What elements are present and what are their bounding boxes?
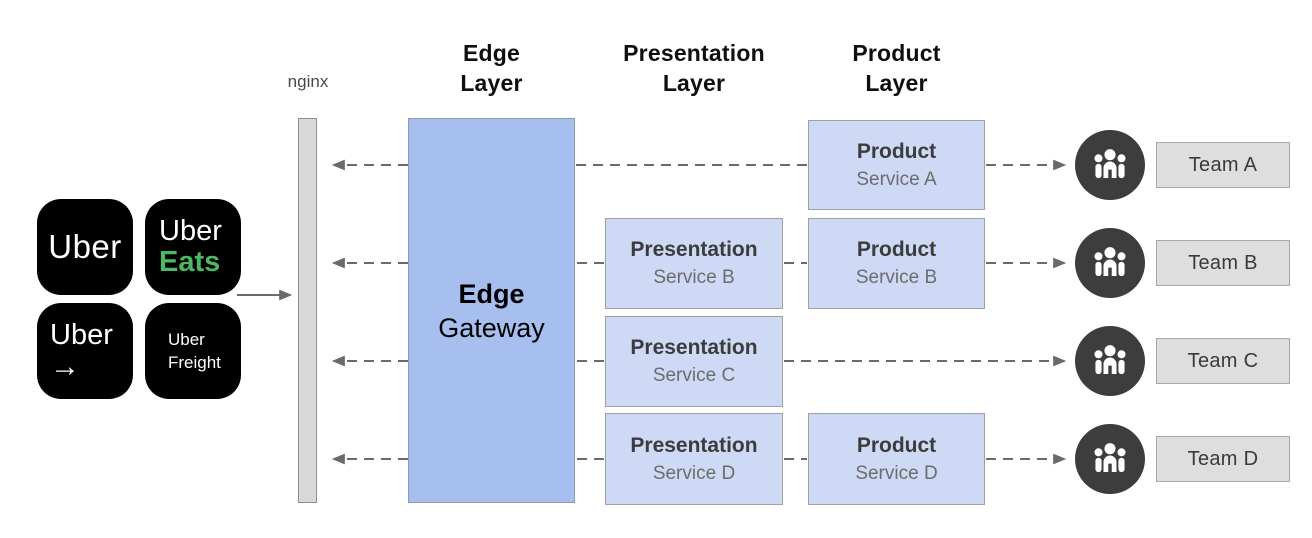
presentation-layer-header-line2: Layer <box>662 70 726 96</box>
product-service-d-title: Product <box>856 433 937 457</box>
presentation-service-b-subtitle: Service B <box>653 267 735 288</box>
groups-icon <box>1094 247 1126 277</box>
product-service-a-box: Product Service A <box>808 120 985 210</box>
product-service-d-box: Product Service D <box>808 413 985 505</box>
groups-icon <box>1094 345 1126 375</box>
uber-freight-app-icon: Uber Freight <box>145 303 241 399</box>
product-service-b-title: Product <box>856 238 937 261</box>
presentation-service-d-subtitle: Service D <box>652 462 736 484</box>
team-d-label: Team D <box>1156 436 1290 482</box>
nginx-bar <box>298 118 317 503</box>
presentation-service-b-box: Presentation Service B <box>605 218 783 309</box>
presentation-service-c-title: Presentation <box>630 336 758 359</box>
uber-driver-wordmark: Uber <box>50 318 113 351</box>
presentation-layer-header-line1: Presentation <box>623 40 765 66</box>
uber-eats-app-icon: Uber Eats <box>145 199 241 295</box>
team-c-label: Team C <box>1156 338 1290 384</box>
uber-eats-wordmark-uber: Uber <box>159 215 222 247</box>
product-service-b-box: Product Service B <box>808 218 985 309</box>
team-d-group-icon <box>1075 424 1145 494</box>
edge-gateway-subtitle: Gateway <box>438 312 545 343</box>
uber-freight-wordmark-uber: Uber <box>168 330 205 349</box>
presentation-service-c-box: Presentation Service C <box>605 316 783 407</box>
edge-layer-header-line2: Layer <box>460 70 523 96</box>
product-layer-header-line1: Product <box>852 40 941 66</box>
presentation-service-c-subtitle: Service C <box>652 365 736 386</box>
product-service-a-subtitle: Service A <box>856 168 937 190</box>
product-service-d-subtitle: Service D <box>855 462 938 484</box>
edge-layer-header: Edge Layer <box>408 38 575 98</box>
groups-icon <box>1094 149 1126 179</box>
uber-eats-wordmark-eats: Eats <box>159 246 221 278</box>
uber-wordmark: Uber <box>48 228 122 265</box>
team-b-label-text: Team B <box>1188 251 1258 274</box>
edge-gateway-title: Edge <box>458 278 525 309</box>
presentation-service-d-title: Presentation <box>630 433 758 457</box>
nginx-label: nginx <box>287 72 329 91</box>
edge-gateway-box: Edge Gateway <box>408 118 575 503</box>
product-layer-header-line2: Layer <box>865 70 928 96</box>
team-d-label-text: Team D <box>1187 447 1259 470</box>
team-a-label: Team A <box>1156 142 1290 188</box>
team-b-label: Team B <box>1156 240 1290 286</box>
presentation-service-d-box: Presentation Service D <box>605 413 783 505</box>
product-service-a-title: Product <box>856 139 937 163</box>
team-c-label-text: Team C <box>1187 349 1259 372</box>
team-b-group-icon <box>1075 228 1145 298</box>
groups-icon <box>1094 443 1126 473</box>
uber-app-icon: Uber <box>37 199 133 295</box>
team-a-group-icon <box>1075 130 1145 200</box>
presentation-service-b-title: Presentation <box>630 238 758 261</box>
team-a-label-text: Team A <box>1188 153 1258 176</box>
right-arrow-glyph: → <box>50 349 80 383</box>
product-service-b-subtitle: Service B <box>855 267 938 288</box>
team-c-group-icon <box>1075 326 1145 396</box>
edge-layer-header-line1: Edge <box>462 40 521 66</box>
uber-freight-wordmark-freight: Freight <box>168 353 221 372</box>
uber-driver-app-icon: Uber → <box>37 303 133 399</box>
product-layer-header: Product Layer <box>799 38 994 98</box>
presentation-layer-header: Presentation Layer <box>596 38 792 98</box>
